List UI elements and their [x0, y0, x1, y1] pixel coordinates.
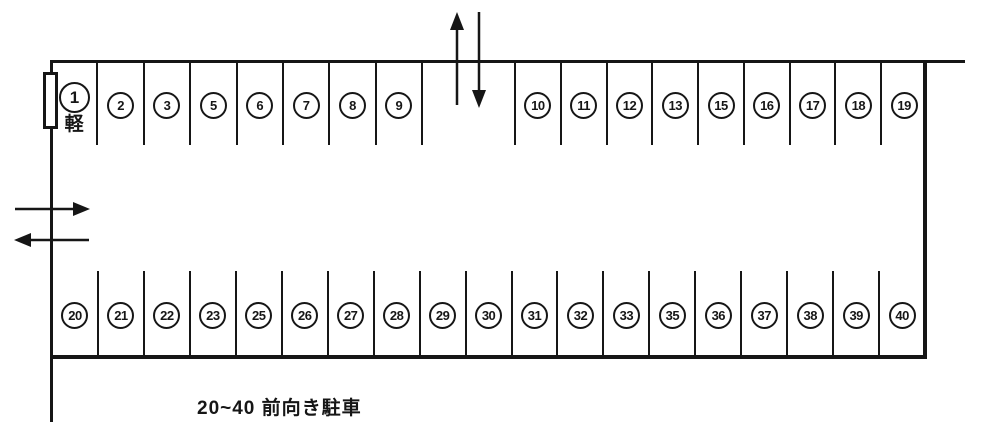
- stall-number-circle: 13: [661, 92, 689, 119]
- kei-vehicle-label: 軽: [64, 114, 84, 135]
- stall-number-circle: 38: [796, 302, 824, 329]
- stall-number-circle: 39: [842, 302, 870, 329]
- parking-stall-31: 31: [513, 271, 559, 355]
- parking-stall-16: 16: [742, 63, 789, 145]
- stall-number-circle: 3: [153, 92, 181, 119]
- parking-stall-11: 11: [559, 63, 606, 145]
- stall-number-circle: 25: [245, 302, 273, 329]
- parking-stall-28: 28: [375, 271, 421, 355]
- stall-number-circle: 1: [58, 82, 90, 113]
- left-in-arrow-icon: [15, 202, 90, 216]
- stall-number-circle: 22: [153, 302, 181, 329]
- gate-marker: [43, 72, 58, 129]
- stall-row-top-right: 10 11 12 13 15 16 17 18 19: [514, 63, 926, 145]
- stall-number-circle: 17: [799, 92, 827, 119]
- stall-number-circle: 28: [383, 302, 411, 329]
- parking-stall-9: 9: [377, 63, 423, 145]
- stall-number-circle: 9: [385, 92, 413, 119]
- parking-stall-26: 26: [283, 271, 329, 355]
- stall-number-circle: 15: [707, 92, 735, 119]
- stall-number-circle: 35: [658, 302, 686, 329]
- stall-number-circle: 37: [750, 302, 778, 329]
- stall-number-circle: 10: [524, 92, 552, 119]
- parking-stall-12: 12: [605, 63, 652, 145]
- stall-number-circle: 2: [107, 92, 135, 119]
- stall-number-circle: 21: [107, 302, 135, 329]
- parking-stall-7: 7: [284, 63, 331, 145]
- top-up-arrow-icon: [450, 12, 464, 105]
- stall-number-circle: 11: [570, 92, 598, 119]
- stall-number-circle: 36: [704, 302, 732, 329]
- parking-note: 20~40 前向き駐車: [197, 398, 362, 419]
- stall-number-circle: 26: [291, 302, 319, 329]
- stall-number-circle: 30: [475, 302, 503, 329]
- parking-stall-36: 36: [696, 271, 743, 355]
- parking-stall-10: 10: [514, 63, 560, 145]
- stall-number-circle: 31: [521, 302, 548, 329]
- parking-stall-17: 17: [788, 63, 835, 145]
- parking-stall-40: 40: [880, 271, 924, 355]
- stall-number-circle: 20: [61, 302, 89, 329]
- stall-number-circle: 29: [429, 302, 457, 329]
- parking-stall-15: 15: [697, 63, 743, 145]
- parking-stall-32: 32: [558, 271, 605, 355]
- stall-number-circle: 7: [292, 92, 320, 119]
- parking-stall-5: 5: [191, 63, 238, 145]
- stall-number-circle: 8: [338, 92, 366, 119]
- parking-stall-19: 19: [880, 63, 926, 145]
- parking-stall-39: 39: [834, 271, 881, 355]
- parking-stall-21: 21: [99, 271, 145, 355]
- parking-stall-13: 13: [651, 63, 697, 145]
- boundary-top-line: [52, 60, 965, 63]
- stall-number-circle: 19: [890, 92, 918, 119]
- parking-stall-25: 25: [237, 271, 283, 355]
- parking-stall-37: 37: [742, 271, 789, 355]
- stall-number-circle: 18: [844, 92, 872, 119]
- parking-stall-20: 20: [53, 271, 99, 355]
- stall-number-circle: 33: [612, 302, 640, 329]
- stall-number-circle: 5: [199, 92, 227, 119]
- stall-number-circle: 40: [888, 302, 916, 329]
- stall-number-circle: 32: [566, 302, 594, 329]
- stall-number-circle: 16: [753, 92, 781, 119]
- parking-stall-38: 38: [788, 271, 835, 355]
- stall-number-circle: 6: [246, 92, 274, 119]
- parking-stall-29: 29: [421, 271, 467, 355]
- parking-stall-3: 3: [145, 63, 192, 145]
- parking-stall-18: 18: [834, 63, 880, 145]
- parking-stall-6: 6: [238, 63, 284, 145]
- stall-number-circle: 12: [615, 92, 643, 119]
- parking-stall-35: 35: [650, 271, 697, 355]
- parking-stall-30: 30: [467, 271, 513, 355]
- parking-stall-33: 33: [604, 271, 651, 355]
- stall-number-circle: 27: [337, 302, 365, 329]
- parking-stall-22: 22: [145, 271, 191, 355]
- stall-row-bottom: 20 21 22 23 25 26 27 28 29 30 31 32 33 35 36 37 38 39 40: [53, 271, 924, 355]
- parking-stall-2: 2: [98, 63, 145, 145]
- stall-number-circle: 23: [199, 302, 227, 329]
- left-out-arrow-icon: [14, 233, 89, 247]
- parking-stall-8: 8: [330, 63, 377, 145]
- top-down-arrow-icon: [472, 12, 486, 108]
- boundary-right-line: [923, 60, 927, 359]
- parking-stall-23: 23: [191, 271, 237, 355]
- parking-stall-27: 27: [329, 271, 375, 355]
- boundary-bottom-line: [52, 355, 927, 359]
